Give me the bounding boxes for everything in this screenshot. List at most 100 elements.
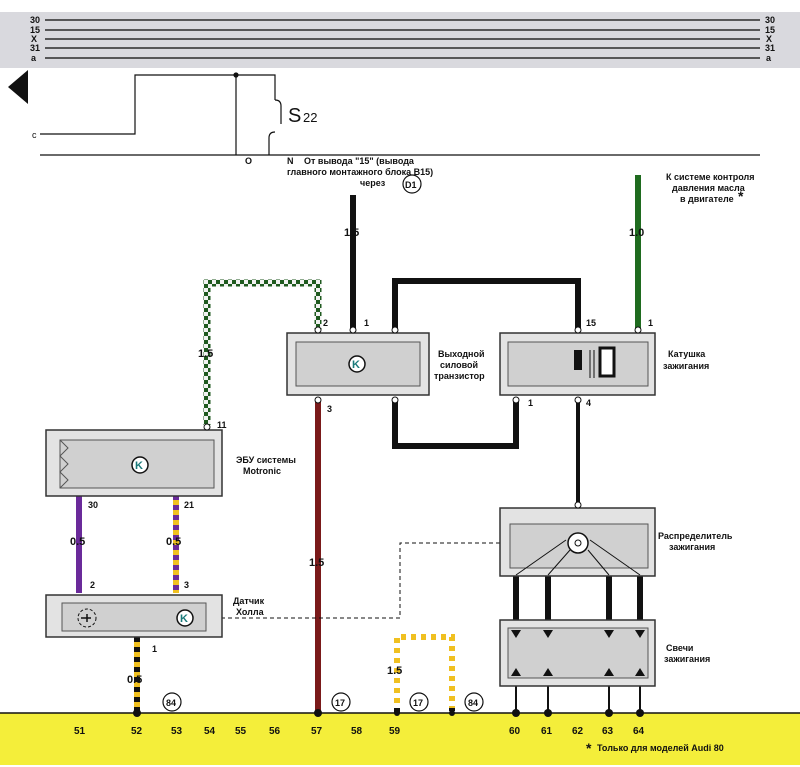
svg-text:15: 15 — [765, 25, 775, 35]
svg-text:0.5: 0.5 — [70, 536, 85, 548]
ecu-label: ЭБУ системы Motronic — [236, 455, 296, 476]
switch-label: S — [288, 105, 301, 127]
svg-text:30: 30 — [30, 15, 40, 25]
svg-text:21: 21 — [184, 500, 194, 510]
svg-text:60: 60 — [509, 726, 521, 737]
svg-text:1.0: 1.0 — [629, 227, 644, 239]
svg-text:зажигания: зажигания — [664, 654, 710, 664]
term-n: N — [287, 156, 294, 166]
pin-dots — [203, 326, 642, 509]
svg-text:59: 59 — [389, 726, 401, 737]
svg-text:0.5: 0.5 — [166, 536, 181, 548]
svg-text:52: 52 — [131, 726, 143, 737]
svg-text:15: 15 — [586, 318, 596, 328]
svg-text:31: 31 — [30, 43, 40, 53]
bottom-band — [0, 713, 800, 765]
ref-circles: 84 17 17 84 — [162, 692, 484, 712]
hall-box: K — [45, 594, 223, 638]
svg-text:56: 56 — [269, 726, 281, 737]
wire-c-label: c — [32, 130, 37, 140]
svg-text:Датчик: Датчик — [233, 596, 265, 606]
svg-text:2: 2 — [323, 318, 328, 328]
svg-text:1.5: 1.5 — [309, 557, 324, 569]
page-marker-icon — [8, 70, 28, 104]
svg-text:1.5: 1.5 — [198, 348, 213, 360]
svg-text:84: 84 — [166, 698, 176, 708]
svg-text:17: 17 — [335, 698, 345, 708]
feed-note: От вывода "15" (вывода главного монтажно… — [287, 156, 433, 188]
wires — [76, 175, 643, 713]
svg-text:4: 4 — [586, 398, 591, 408]
svg-text:31: 31 — [765, 43, 775, 53]
svg-text:1.5: 1.5 — [387, 665, 402, 677]
svg-text:1.5: 1.5 — [344, 227, 359, 239]
svg-text:0.5: 0.5 — [127, 674, 142, 686]
svg-text:через: через — [360, 178, 386, 188]
svg-text:17: 17 — [413, 698, 423, 708]
footnote-star: * — [586, 740, 592, 756]
svg-text:транзистор: транзистор — [434, 371, 485, 381]
svg-text:58: 58 — [351, 726, 363, 737]
wire-coil-1 — [392, 400, 519, 449]
oil-note: К системе контроля давления масла в двиг… — [666, 172, 754, 204]
term-o: O — [245, 156, 252, 166]
wire-labels: 1.5 1.0 1.5 0.5 0.5 1.5 1.5 0.5 — [70, 227, 644, 686]
svg-text:K: K — [352, 359, 360, 371]
svg-text:3: 3 — [184, 580, 189, 590]
svg-text:63: 63 — [602, 726, 614, 737]
svg-text:51: 51 — [74, 726, 86, 737]
svg-text:1: 1 — [152, 644, 157, 654]
ground-dots — [133, 709, 644, 717]
svg-text:1: 1 — [528, 398, 533, 408]
svg-text:Свечи: Свечи — [666, 643, 693, 653]
svg-text:Холла: Холла — [236, 607, 265, 617]
svg-text:15: 15 — [30, 25, 40, 35]
svg-text:X: X — [31, 34, 37, 44]
coil-label: Катушка зажигания — [663, 349, 709, 371]
svg-text:30: 30 — [765, 15, 775, 25]
svg-text:Выходной: Выходной — [438, 349, 485, 359]
svg-text:Распределитель: Распределитель — [658, 531, 733, 541]
svg-text:30: 30 — [88, 500, 98, 510]
ref-d1-label: D1 — [405, 180, 417, 190]
bus-labels-left: 30 15 X 31 a — [30, 15, 40, 63]
svg-text:Катушка: Катушка — [668, 349, 706, 359]
svg-text:К системе контроля: К системе контроля — [666, 172, 754, 182]
svg-text:1: 1 — [648, 318, 653, 328]
svg-text:84: 84 — [468, 698, 478, 708]
svg-text:3: 3 — [327, 404, 332, 414]
transistor-box: K — [286, 332, 430, 396]
svg-text:в двигателе: в двигателе — [680, 194, 734, 204]
svg-text:2: 2 — [90, 580, 95, 590]
svg-text:силовой: силовой — [440, 360, 478, 370]
svg-text:От вывода "15" (вывода: От вывода "15" (вывода — [304, 156, 415, 166]
svg-text:62: 62 — [572, 726, 584, 737]
svg-text:64: 64 — [633, 726, 645, 737]
svg-text:1: 1 — [364, 318, 369, 328]
svg-text:X: X — [766, 34, 772, 44]
svg-text:K: K — [135, 460, 143, 472]
ecu-box: K — [45, 429, 223, 497]
transistor-label: Выходной силовой транзистор — [434, 349, 485, 381]
svg-text:зажигания: зажигания — [669, 542, 715, 552]
distributor-label: Распределитель зажигания — [658, 531, 733, 552]
bus-labels-right: 30 15 X 31 a — [765, 15, 775, 63]
svg-text:*: * — [738, 188, 744, 204]
plugs-label: Свечи зажигания — [664, 643, 710, 664]
switch-s22 — [40, 72, 760, 156]
svg-text:давления масла: давления масла — [672, 183, 746, 193]
terminal-labels: 2 1 3 15 1 1 4 11 30 21 2 3 1 — [88, 318, 653, 654]
hall-label: Датчик Холла — [233, 596, 265, 617]
svg-text:главного монтажного блока B15): главного монтажного блока B15) — [287, 167, 433, 177]
svg-text:a: a — [766, 53, 772, 63]
coil-box — [499, 332, 656, 396]
plugs-box — [499, 619, 656, 687]
switch-sub: 22 — [303, 110, 317, 125]
svg-text:11: 11 — [217, 420, 227, 430]
svg-text:K: K — [180, 613, 188, 625]
bottom-numbers: 51 52 53 54 55 56 57 58 59 60 61 62 63 6… — [74, 726, 645, 737]
wire-shield-dashed — [200, 542, 565, 619]
svg-text:53: 53 — [171, 726, 183, 737]
wire-coil-15 — [392, 278, 581, 330]
distributor-box — [499, 507, 656, 577]
